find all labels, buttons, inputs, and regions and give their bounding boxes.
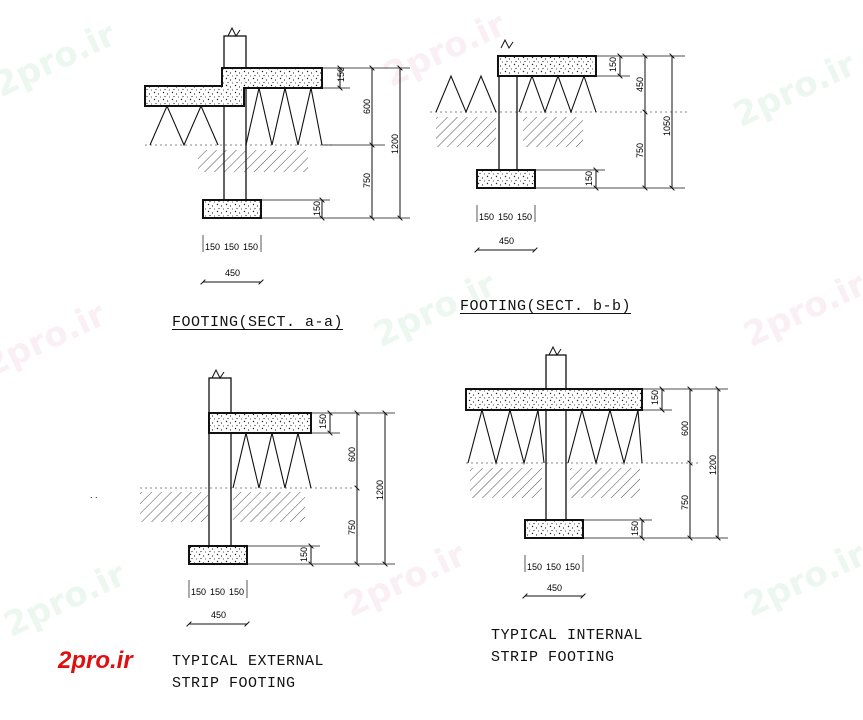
detail-title-internal-line1: TYPICAL INTERNAL (491, 627, 644, 644)
detail-title-internal-line2: STRIP FOOTING (491, 649, 615, 666)
dim-w3: 150 (229, 587, 244, 597)
dim-mid: 600 (680, 421, 690, 436)
dim-width: 450 (211, 610, 226, 620)
dim-width: 450 (547, 583, 562, 593)
dim-w1: 150 (205, 242, 220, 252)
dim-w2: 150 (224, 242, 239, 252)
detail-title-external-line1: TYPICAL EXTERNAL (172, 653, 325, 670)
dim-mid: 450 (635, 77, 645, 92)
dim-mid: 600 (362, 99, 372, 114)
dim-width: 450 (499, 236, 514, 246)
detail-title-external-line2: STRIP FOOTING (172, 675, 296, 692)
detail-internal-strip-footing: 150 600 1200 750 150 150 150 150 450 (465, 345, 728, 599)
dim-w1: 150 (527, 562, 542, 572)
dim-base: 150 (584, 171, 594, 186)
dim-w2: 150 (210, 587, 225, 597)
dim-total: 1200 (375, 480, 385, 500)
dim-base: 150 (299, 547, 309, 562)
dim-top: 150 (318, 414, 328, 429)
detail-section-a: 150 600 1200 750 150 150 150 150 450 (144, 26, 410, 285)
detail-title-section-b: FOOTING(SECT. b-b) (460, 298, 632, 315)
dim-top: 150 (650, 390, 660, 405)
dim-lower: 750 (635, 143, 645, 158)
dim-top: 150 (608, 57, 618, 72)
dim-w1: 150 (479, 212, 494, 222)
dim-total: 1050 (662, 116, 672, 136)
dim-w3: 150 (517, 212, 532, 222)
dim-lower: 750 (362, 173, 372, 188)
dim-w1: 150 (191, 587, 206, 597)
dim-w2: 150 (546, 562, 561, 572)
dim-w3: 150 (243, 242, 258, 252)
dot-mark: . . (90, 490, 98, 500)
dim-w3: 150 (565, 562, 580, 572)
dim-w2: 150 (498, 212, 513, 222)
detail-external-strip-footing: . . 150 600 1200 750 150 150 150 150 450 (90, 368, 395, 627)
dim-lower: 750 (347, 520, 357, 535)
dim-mid: 600 (347, 447, 357, 462)
dim-base: 150 (630, 521, 640, 536)
dim-total: 1200 (708, 455, 718, 475)
brand-logo: 2pro.ir (58, 647, 133, 674)
dim-total: 1200 (390, 134, 400, 154)
dim-lower: 750 (680, 495, 690, 510)
dim-width: 450 (225, 268, 240, 278)
detail-section-b: 150 450 1050 750 150 150 150 150 450 (430, 38, 690, 253)
dim-top: 150 (336, 67, 346, 82)
detail-title-section-a: FOOTING(SECT. a-a) (172, 314, 344, 331)
dim-base: 150 (312, 201, 322, 216)
